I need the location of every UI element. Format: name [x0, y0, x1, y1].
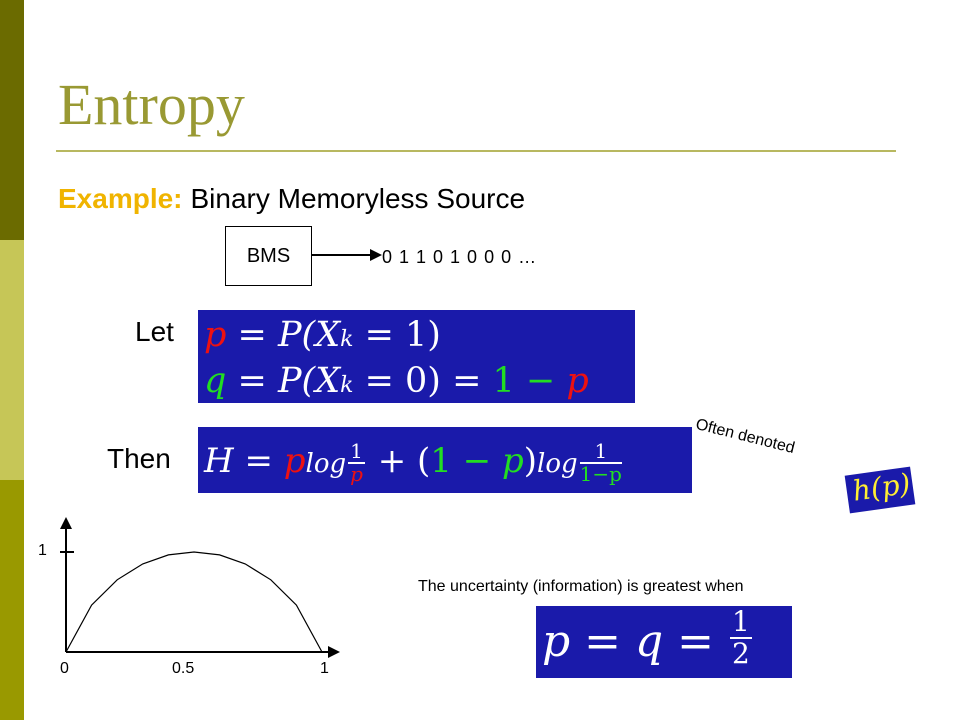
- pq-p: p: [542, 616, 571, 667]
- example-heading: Example:Binary Memoryless Source: [58, 183, 525, 215]
- eq-q-one: 1: [492, 361, 515, 401]
- then-label: Then: [107, 443, 171, 474]
- x-tick-label-1: 1: [320, 660, 329, 677]
- eq-q-rel: =: [226, 361, 278, 401]
- pq-eq1: =: [570, 616, 636, 667]
- eq-q-lhs: q: [204, 361, 227, 401]
- often-denoted-note: Often denoted: [693, 416, 797, 458]
- entropy-log2: log: [537, 449, 578, 479]
- pq-den: 2: [732, 636, 750, 670]
- x-tick-label-05: 0.5: [172, 660, 195, 677]
- entropy-num1: 1: [348, 439, 365, 464]
- sidebar-stripe-dark: [0, 0, 24, 240]
- eq-q-sub: k: [340, 373, 354, 398]
- h-of-p-box: h(p): [844, 466, 916, 514]
- eq-p-sub: k: [340, 327, 354, 352]
- entropy-plus: + (: [366, 441, 431, 481]
- greatest-note: The uncertainty (information) is greates…: [418, 578, 744, 595]
- entropy-curve: [65, 551, 323, 653]
- pq-eq2: =: [663, 616, 729, 667]
- entropy-plot: [60, 517, 340, 658]
- bit-sequence: 0 1 1 0 1 0 0 0 …: [382, 247, 538, 267]
- eq-q-minus: −: [514, 361, 567, 401]
- entropy-den2: 1−p: [579, 462, 622, 486]
- sidebar-stripe-light: [0, 240, 24, 480]
- eq-p-line: p = P(Xk = 1): [204, 318, 441, 353]
- entropy-p2: p: [502, 441, 524, 481]
- pq-num: 1: [730, 605, 752, 639]
- eq-p-lhs: p: [204, 315, 227, 355]
- eq-q-expr: P(X: [277, 361, 341, 401]
- example-text: Binary Memoryless Source: [190, 183, 526, 214]
- entropy-num2: 1: [579, 441, 622, 464]
- title-rule: [56, 150, 896, 152]
- entropy-p: p: [283, 441, 306, 481]
- h-of-p: h(p): [850, 466, 913, 508]
- let-label: Let: [135, 316, 174, 347]
- entropy-close: ): [523, 441, 538, 481]
- entropy-minus: −: [451, 441, 503, 481]
- eq-q-line: q = P(Xk = 0) = 1 − p: [204, 364, 589, 399]
- y-tick-label-1: 1: [38, 542, 47, 559]
- h-of-p-line: h(p): [850, 466, 913, 508]
- eq-p-expr: P(X: [277, 315, 341, 355]
- bms-box: BMS: [225, 226, 312, 286]
- entropy-eq: =: [233, 441, 284, 481]
- eq-p-rest: = 1): [353, 315, 441, 355]
- eq-q-rest: = 0) =: [353, 361, 493, 401]
- output-arrow: [312, 249, 382, 261]
- y-axis-arrow: [60, 517, 72, 529]
- entropy-H: H: [204, 441, 234, 481]
- x-axis-arrow: [328, 646, 340, 658]
- entropy-one: 1: [430, 441, 452, 481]
- entropy-log: log: [305, 449, 347, 479]
- slide-title: Entropy: [58, 72, 245, 137]
- bms-label: BMS: [246, 244, 291, 267]
- eq-p-rel: =: [226, 315, 278, 355]
- pq-q: q: [635, 616, 664, 667]
- x-tick-label-0: 0: [60, 660, 69, 677]
- entropy-den1: p: [350, 462, 363, 486]
- sidebar-stripe-mid: [0, 480, 24, 720]
- probability-equations: p = P(Xk = 1) q = P(Xk = 0) = 1 − p: [198, 310, 635, 403]
- example-label: Example:: [58, 183, 183, 214]
- eq-q-p: p: [566, 361, 589, 401]
